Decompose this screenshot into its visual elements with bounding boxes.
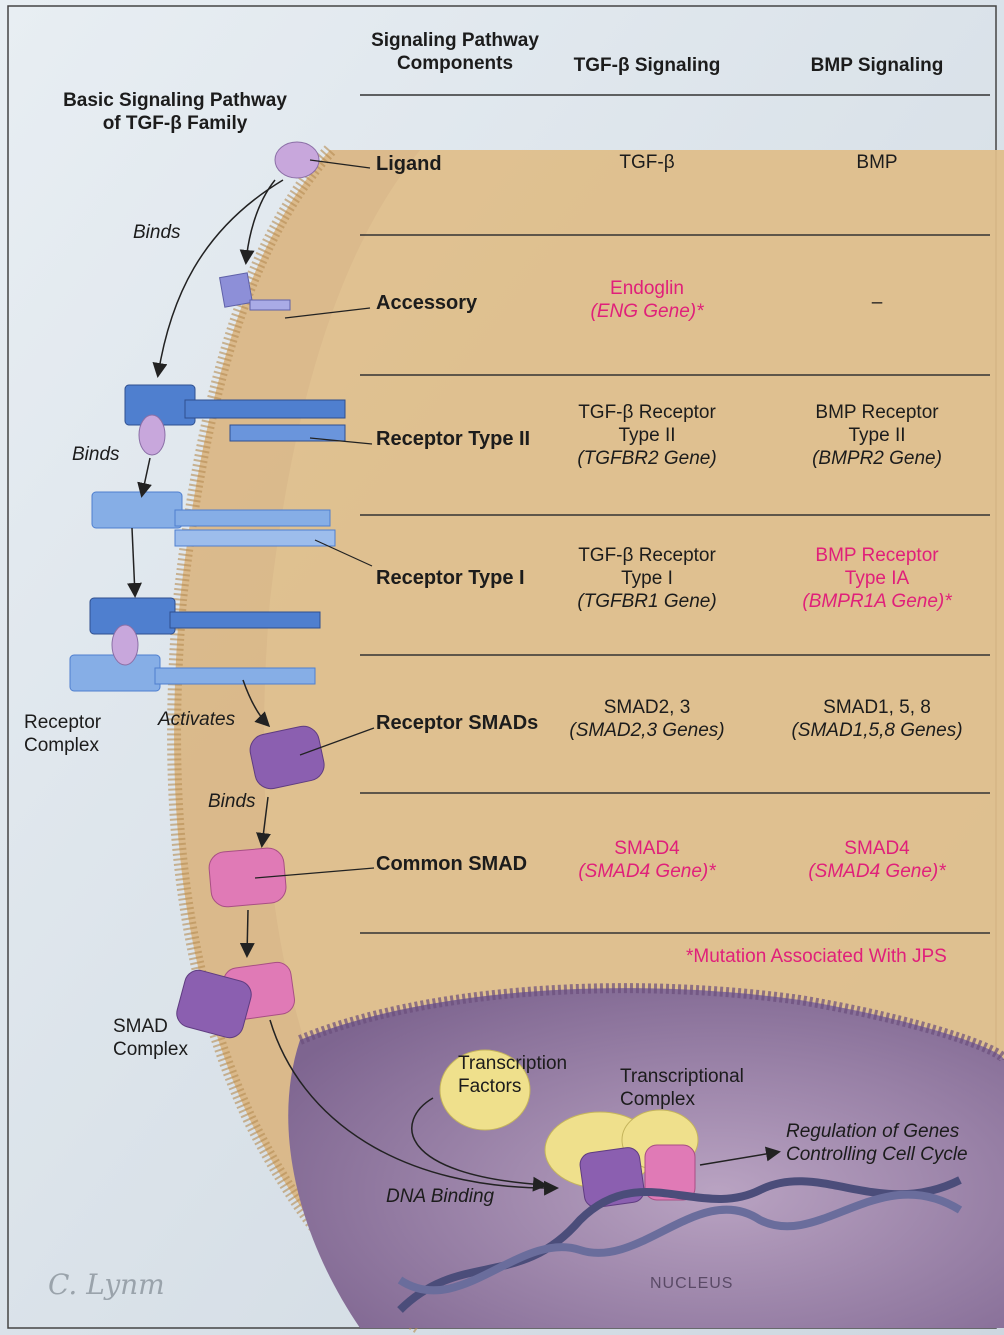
label-binds-3: Binds <box>208 791 256 814</box>
label-regulation: Regulation of Genes Controlling Cell Cyc… <box>786 1121 968 1167</box>
cell-bmp-receptor-type1: BMP Receptor Type IA (BMPR1A Gene)* <box>762 545 992 613</box>
label-transcription-factors: Transcription Factors <box>458 1053 567 1099</box>
row-label-receptor-type1: Receptor Type I <box>376 566 525 590</box>
cell-bmp-ligand: BMP <box>762 152 992 175</box>
cell-bmp-receptor-smads: SMAD1, 5, 8 (SMAD1,5,8 Genes) <box>762 697 992 743</box>
label-binds-1: Binds <box>133 222 181 245</box>
label-smad-complex: SMAD Complex <box>113 1016 188 1062</box>
cell-bmp-accessory: – <box>762 292 992 315</box>
label-transcriptional-complex: Transcriptional Complex <box>620 1066 744 1112</box>
row-label-common-smad: Common SMAD <box>376 852 527 876</box>
common-smad-shape <box>208 847 288 908</box>
label-binds-2: Binds <box>72 444 120 467</box>
header-bmp: BMP Signaling <box>762 55 992 78</box>
cell-tgf-common-smad: SMAD4 (SMAD4 Gene)* <box>532 838 762 884</box>
header-tgf: TGF-β Signaling <box>532 55 762 78</box>
header-components: Signaling Pathway Components <box>355 30 555 76</box>
cell-bmp-receptor-type2: BMP Receptor Type II (BMPR2 Gene) <box>762 402 992 470</box>
artist-signature: C. Lynm <box>48 1268 165 1302</box>
label-receptor-complex: Receptor Complex <box>24 712 101 758</box>
row-label-receptor-type2: Receptor Type II <box>376 427 530 451</box>
cell-bmp-common-smad: SMAD4 (SMAD4 Gene)* <box>762 838 992 884</box>
cell-tgf-receptor-smads: SMAD2, 3 (SMAD2,3 Genes) <box>532 697 762 743</box>
cell-tgf-ligand: TGF-β <box>532 152 762 175</box>
row-label-accessory: Accessory <box>376 291 477 315</box>
row-label-receptor-smads: Receptor SMADs <box>376 711 538 735</box>
cell-tgf-receptor-type2: TGF-β Receptor Type II (TGFBR2 Gene) <box>532 402 762 470</box>
label-activates: Activates <box>158 709 235 732</box>
row-label-ligand: Ligand <box>376 152 442 176</box>
cell-tgf-accessory: Endoglin (ENG Gene)* <box>532 278 762 324</box>
footnote-mutation: *Mutation Associated With JPS <box>686 946 947 969</box>
cell-tgf-receptor-type1: TGF-β Receptor Type I (TGFBR1 Gene) <box>532 545 762 613</box>
label-dna-binding: DNA Binding <box>386 1186 494 1209</box>
label-nucleus: NUCLEUS <box>650 1274 733 1293</box>
diagram-title: Basic Signaling Pathway of TGF-β Family <box>40 90 310 136</box>
